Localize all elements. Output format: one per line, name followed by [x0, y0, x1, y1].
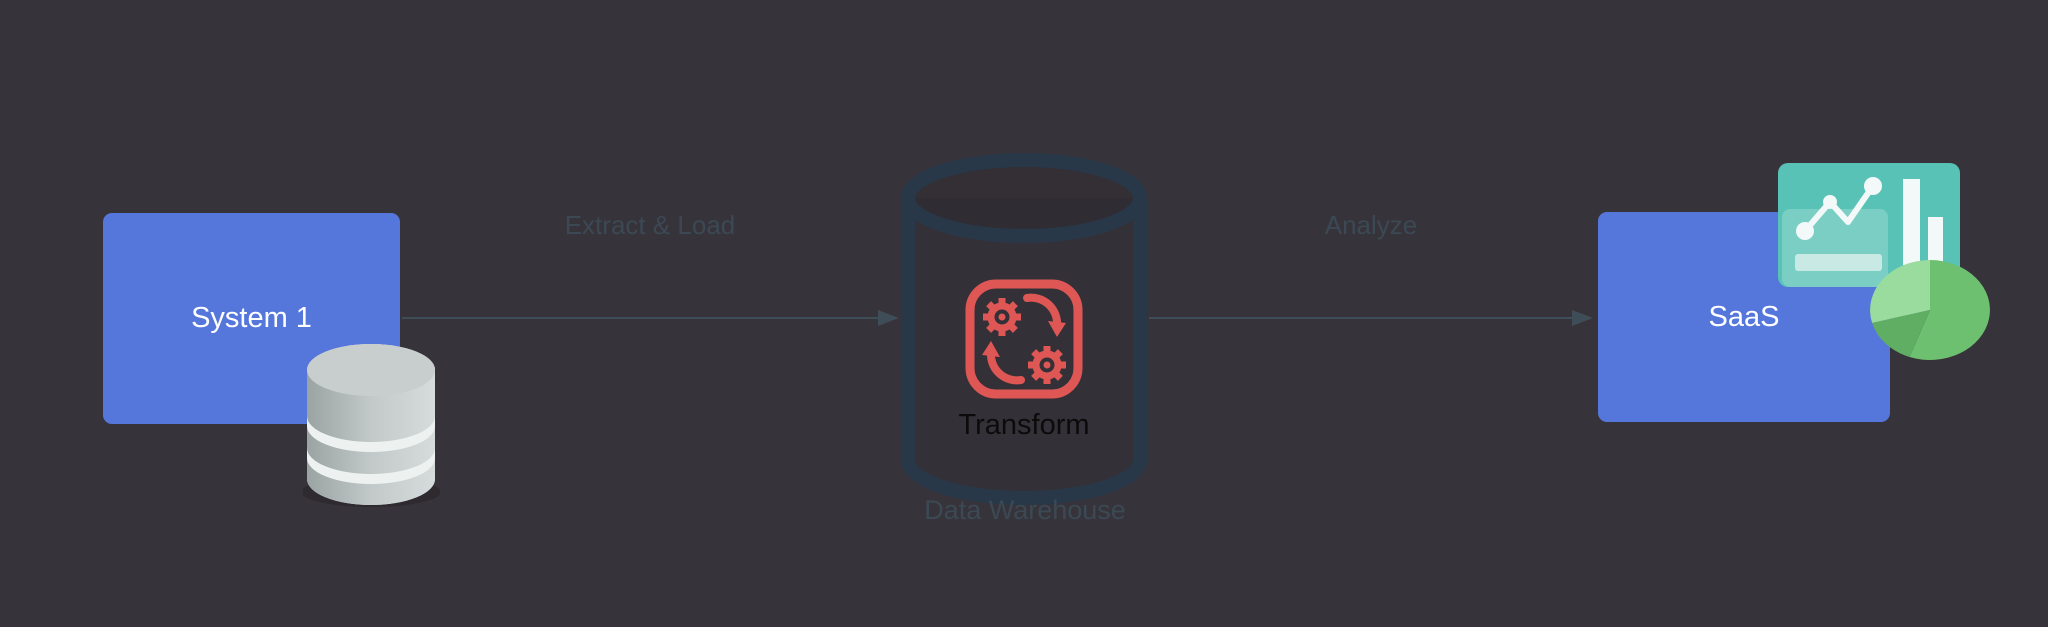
database-top-face	[307, 344, 435, 396]
node-saas: SaaS	[1598, 212, 1890, 422]
gear-icon	[983, 298, 1021, 336]
gear-icon	[1028, 346, 1066, 384]
sync-arrow-down-icon	[1023, 293, 1066, 337]
pie-slice-light	[1870, 260, 1930, 323]
pie-slice-dark	[1872, 310, 1930, 357]
edge-extract-load-line	[402, 317, 878, 319]
line-chart-icon	[1796, 177, 1882, 240]
data-warehouse-label: Data Warehouse	[924, 495, 1126, 525]
edge-label-extract-load: Extract & Load	[564, 210, 736, 240]
bar-chart-icon	[1903, 179, 1943, 265]
transform-gears-icon	[965, 279, 1083, 399]
cylinder-body	[901, 198, 1147, 505]
pie-chart-icon	[1870, 260, 1990, 360]
data-warehouse-cylinder-icon	[901, 153, 1147, 505]
database-segment-middle	[307, 426, 435, 474]
cylinder-top	[901, 153, 1147, 243]
transform-icon-frame	[965, 279, 1083, 399]
edge-extract-load-arrowhead-icon	[878, 310, 899, 326]
node-system1-label: System 1	[191, 302, 312, 334]
pie-slice-main	[1909, 260, 1990, 360]
edge-analyze-arrowhead-icon	[1572, 310, 1593, 326]
database-segment-bottom	[307, 458, 435, 505]
analytics-chart-icon	[1778, 163, 1960, 287]
sync-arrow-up-icon	[982, 341, 1025, 385]
edge-label-analyze: Analyze	[1324, 210, 1418, 240]
database-icon	[303, 344, 440, 507]
transform-label: Transform	[958, 409, 1090, 441]
node-saas-label: SaaS	[1708, 300, 1780, 333]
analytics-panel-band	[1795, 254, 1882, 271]
edge-analyze-line	[1149, 317, 1573, 319]
